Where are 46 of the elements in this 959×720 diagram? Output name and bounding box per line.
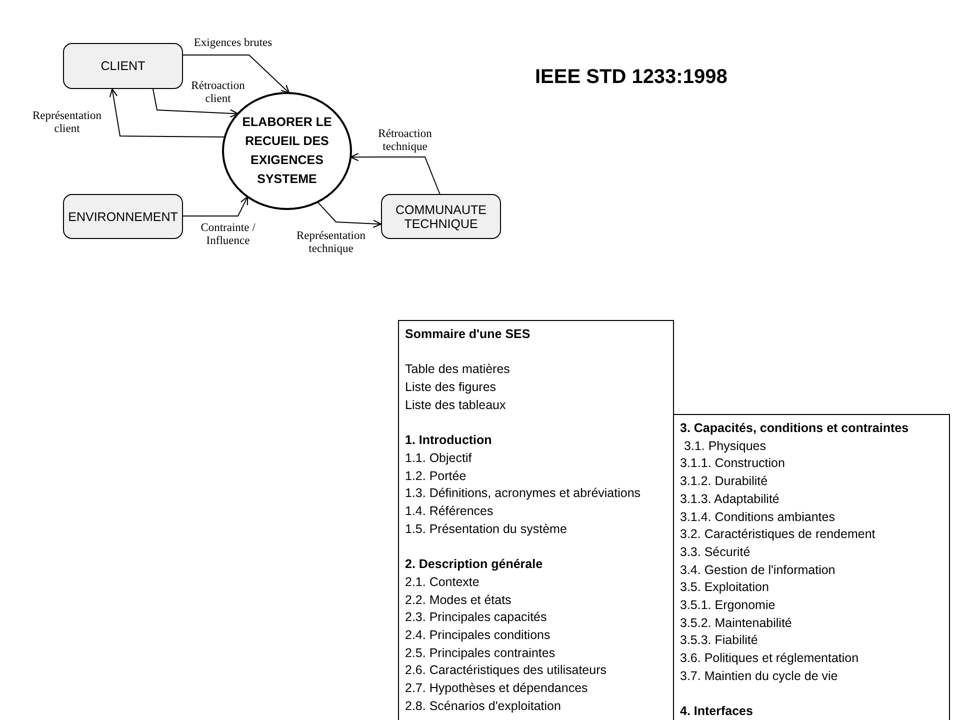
list-item: 3.5. Exploitation	[680, 579, 769, 596]
list-item: 1.3. Définitions, acronymes et abréviations	[405, 485, 641, 502]
list-item: 3.2. Caractéristiques de rendement	[680, 526, 876, 544]
list-item: 3.7. Maintien du cycle de vie	[680, 668, 838, 685]
list-item: 3.5.2. Maintenabilité	[680, 614, 792, 632]
section-heading: 1. Introduction	[405, 432, 492, 450]
arrow	[152, 88, 239, 118]
list-item: Liste des figures	[405, 379, 496, 396]
process-label: ELABORER LE RECUEIL DES EXIGENCES SYSTEME	[241, 114, 333, 188]
list-item: 2.2. Modes et états	[405, 592, 512, 608]
process-box: COMMUNAUTE TECHNIQUE	[381, 194, 501, 239]
list-item: 3.6. Politiques et réglementation	[680, 650, 859, 668]
section-heading: Sommaire d'une SES	[405, 326, 530, 343]
section-heading: 4. Interfaces	[680, 703, 753, 720]
list-item: 2.5. Principales contraintes	[405, 644, 556, 662]
section-heading: 2. Description générale	[405, 556, 543, 574]
list-item: 2.6. Caractéristiques des utilisateurs	[405, 662, 606, 680]
list-item: 1.5. Présentation du système	[405, 520, 567, 538]
list-item: 1.4. Références	[405, 503, 494, 520]
arrow	[317, 201, 382, 228]
list-item: 3.5.1. Ergonomie	[680, 597, 776, 614]
list-item: 3.1.2. Durabilité	[680, 473, 768, 490]
process-box: ENVIRONNEMENT	[63, 194, 183, 239]
section-heading: 3. Capacités, conditions et contraintes	[680, 420, 909, 437]
list-item: 1.2. Portée	[405, 468, 466, 485]
list-item: 2.1. Contexte	[405, 574, 480, 591]
arrow	[182, 54, 290, 94]
list-item: 3.1.4. Conditions ambiantes	[680, 508, 835, 526]
arrow	[182, 196, 248, 217]
list-item: 3.1.1. Construction	[680, 455, 785, 472]
list-item: 2.7. Hypothèses et dépendances	[405, 680, 588, 698]
list-item: 2.8. Scénarios d'exploitation	[405, 698, 561, 715]
list-item: 3.5.3. Fiabilité	[680, 632, 758, 650]
process-box: CLIENT	[63, 43, 183, 89]
list-item: Liste des tableaux	[405, 396, 506, 414]
list-item: 1.1. Objectif	[405, 450, 472, 467]
list-item: 3.4. Gestion de l'information	[680, 562, 836, 579]
list-item: 3.1.3. Adaptabilité	[680, 490, 780, 508]
title: IEEE STD 1233:1998	[535, 66, 728, 89]
arrow	[109, 88, 226, 138]
list-item: 3.3. Sécurité	[680, 544, 750, 561]
arrow	[350, 152, 440, 194]
list-item: 3.1. Physiques	[683, 438, 766, 455]
list-item: Table des matières	[405, 361, 510, 378]
list-item: 2.3. Principales capacités	[405, 609, 547, 626]
list-item: 2.4. Principales conditions	[405, 626, 550, 644]
